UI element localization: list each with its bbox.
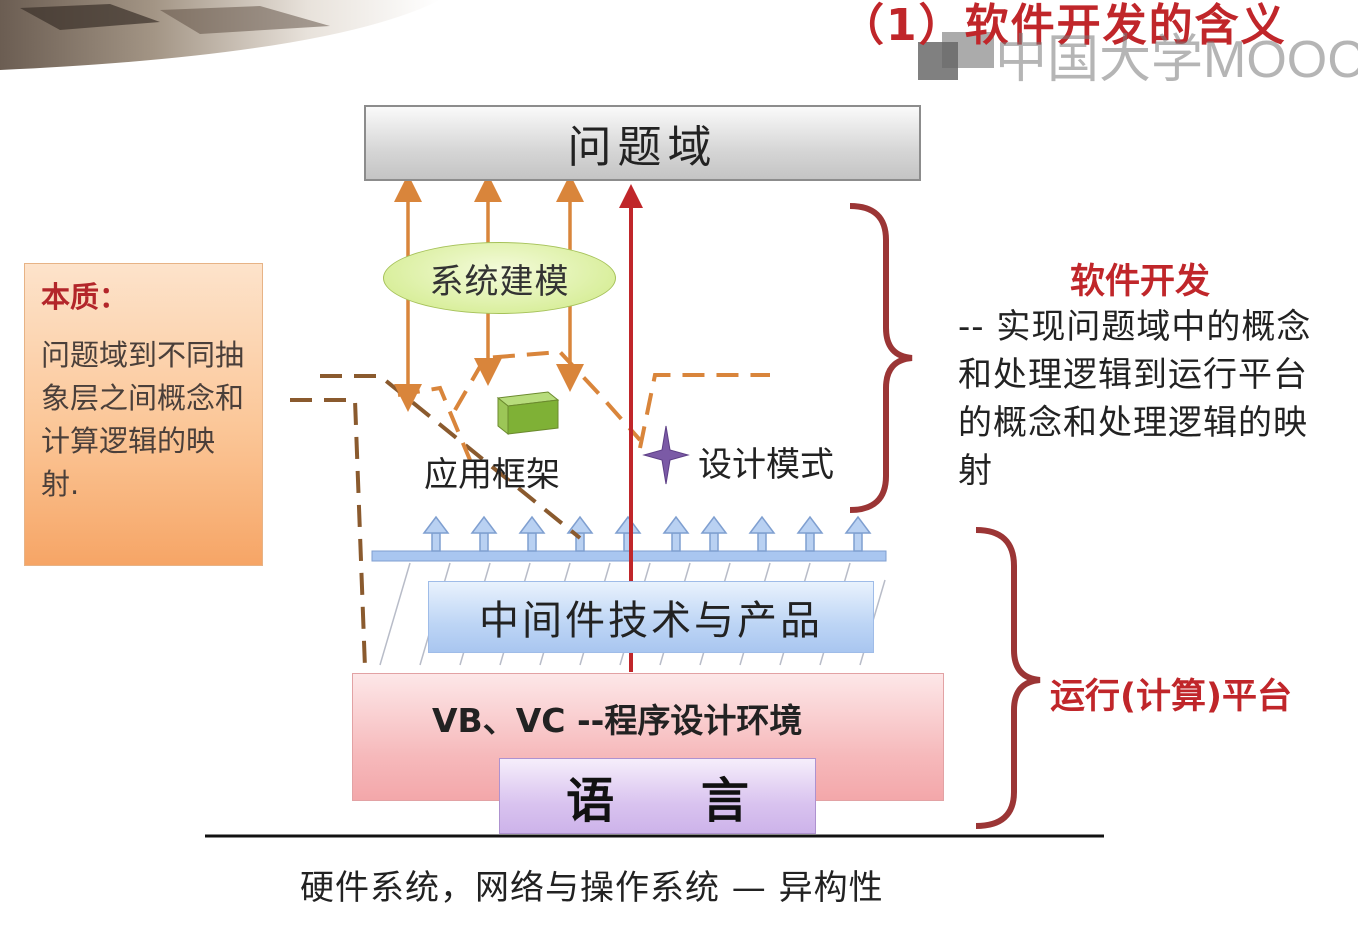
essence-title: 本质： [41, 280, 129, 314]
support-arrows [422, 515, 872, 552]
header-photo [0, 0, 440, 70]
platform-brace [975, 527, 1041, 829]
problem-domain-box: 问题域 [364, 105, 921, 181]
design-pattern-star-icon [642, 425, 690, 485]
language-box: 语 言 [499, 758, 816, 834]
mooc-watermark: 中国大学MOOC [995, 31, 1358, 89]
mooc-logo [918, 32, 994, 80]
software-dev-description: -- 实现问题域中的概念和处理逻辑到运行平台的概念和处理逻辑的映射 [958, 307, 1312, 491]
design-patterns-label: 设计模式 [698, 445, 834, 485]
ide-label: VB、VC --程序设计环境 [432, 701, 803, 740]
framework-cube-icon [496, 391, 560, 436]
slide-title: （1）软件开发的含义 [840, 0, 1287, 51]
application-framework-label: 应用框架 [424, 455, 560, 495]
hardware-label: 硬件系统，网络与操作系统 — 异构性 [300, 868, 884, 908]
platform-label: 运行(计算)平台 [1050, 677, 1292, 717]
middleware-box: 中间件技术与产品 [428, 581, 874, 653]
essence-text: 问题域到不同抽象层之间概念和计算逻辑的映射. [41, 338, 245, 501]
essence-note: 本质： 问题域到不同抽象层之间概念和计算逻辑的映射. [24, 263, 263, 566]
software-dev-brace [849, 203, 913, 513]
software-dev-title: 软件开发 [1069, 262, 1210, 302]
system-modeling-ellipse: 系统建模 [383, 242, 616, 314]
